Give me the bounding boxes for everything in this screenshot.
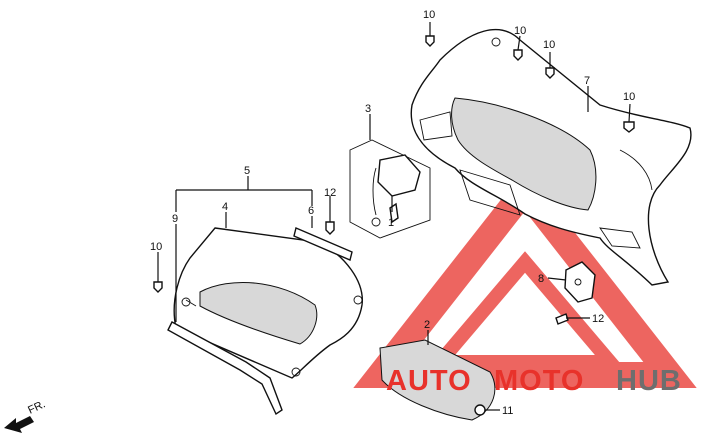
label-10-left: 10	[150, 241, 162, 253]
front-direction-indicator: FR.	[4, 398, 47, 433]
part-7-upper-cover	[410, 28, 692, 286]
label-7: 7	[584, 75, 590, 87]
label-11: 11	[502, 405, 513, 417]
watermark-triangle-outer	[353, 168, 697, 388]
label-4: 4	[222, 201, 228, 213]
part-6-strip	[293, 227, 353, 261]
part-4-inner-cover	[173, 227, 363, 379]
watermark-triangle-inner	[424, 251, 626, 369]
part-8-bracket	[564, 261, 596, 303]
label-3: 3	[365, 103, 371, 115]
label-8: 8	[538, 273, 544, 285]
watermark-text: AUTO MOTO HUB	[386, 365, 682, 397]
label-2: 2	[424, 319, 430, 331]
label-1: 1	[388, 217, 394, 229]
watermark-text-auto: AUTO	[386, 365, 472, 397]
label-10-top: 10	[423, 9, 435, 21]
leader-lines	[157, 22, 631, 411]
label-10-upper-mid: 10	[514, 25, 526, 37]
part-3-box	[349, 139, 431, 239]
watermark-text-moto: MOTO	[494, 365, 584, 397]
label-9: 9	[172, 213, 178, 225]
front-arrow-icon	[4, 416, 34, 433]
label-10-upper-right: 10	[543, 39, 555, 51]
label-12-right: 12	[592, 313, 604, 325]
fasteners	[153, 35, 635, 416]
label-10-right: 10	[623, 91, 635, 103]
part-2-lid	[379, 339, 496, 421]
watermark-logo	[353, 168, 697, 388]
label-5: 5	[244, 165, 250, 177]
watermark-text-hub: HUB	[616, 365, 682, 397]
part-9-side-strip	[167, 321, 283, 416]
part-labels: 10 10 10 10 7 3 5 12 4 6 9 10 1 8 12 2 1…	[150, 9, 635, 417]
front-direction-label: FR.	[26, 398, 47, 416]
label-6: 6	[308, 205, 314, 217]
label-12-left: 12	[324, 187, 336, 199]
